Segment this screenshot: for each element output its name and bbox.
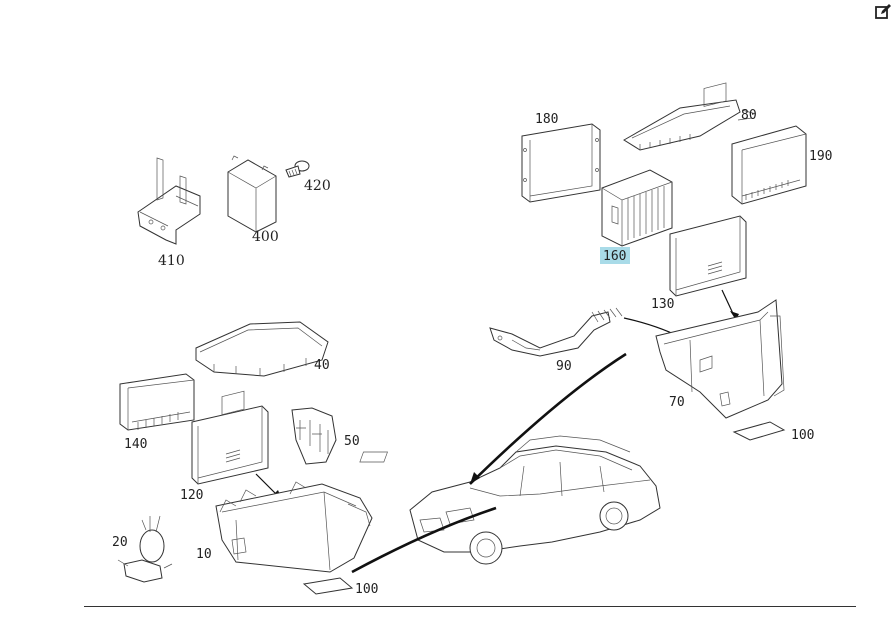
- part-80-cover[interactable]: [623, 99, 757, 151]
- callout-190[interactable]: 190: [809, 149, 832, 164]
- callout-50[interactable]: 50: [344, 434, 360, 449]
- part-120-control-unit[interactable]: [191, 390, 269, 485]
- part-20-pump[interactable]: [117, 515, 173, 583]
- callout-140[interactable]: 140: [124, 437, 147, 452]
- part-130-control-unit[interactable]: [669, 82, 747, 297]
- part-40-cover[interactable]: [195, 321, 329, 377]
- callout-10[interactable]: 10: [196, 547, 212, 562]
- callout-130[interactable]: 130: [651, 297, 674, 312]
- callout-420[interactable]: 420: [304, 178, 331, 194]
- callout-180[interactable]: 180: [535, 112, 558, 127]
- callout-400[interactable]: 400: [252, 229, 279, 245]
- part-100-right-mat[interactable]: [732, 421, 786, 441]
- part-70-box[interactable]: [655, 299, 785, 419]
- callout-160-highlight: [600, 247, 630, 264]
- vehicle-illustration: [359, 435, 661, 565]
- part-190-module[interactable]: [731, 0, 807, 205]
- callout-40[interactable]: 40: [314, 358, 330, 373]
- arrow-130-to-70: [721, 289, 739, 321]
- part-100-left-mat[interactable]: [302, 577, 354, 595]
- part-50-bracket[interactable]: [291, 407, 337, 465]
- callout-100-left[interactable]: 100: [355, 582, 378, 597]
- part-400-module[interactable]: [227, 155, 277, 233]
- bottom-divider: [84, 606, 856, 607]
- callout-90[interactable]: 90: [556, 359, 572, 374]
- callout-70[interactable]: 70: [669, 395, 685, 410]
- part-160-control-unit[interactable]: [601, 169, 673, 247]
- callout-20[interactable]: 20: [112, 535, 128, 550]
- part-10-box[interactable]: [215, 481, 373, 573]
- callout-80[interactable]: 80: [741, 108, 757, 123]
- part-180-control-unit[interactable]: [521, 123, 601, 203]
- part-410-bracket[interactable]: [137, 157, 201, 245]
- part-90-duct[interactable]: [489, 307, 623, 357]
- edit-icon[interactable]: [874, 3, 892, 21]
- location-lines: [351, 352, 627, 574]
- callout-410[interactable]: 410: [158, 253, 185, 269]
- part-140-module[interactable]: [119, 373, 195, 431]
- part-420-screw[interactable]: [285, 160, 310, 178]
- callout-100-right[interactable]: 100: [791, 428, 814, 443]
- callout-120[interactable]: 120: [180, 488, 203, 503]
- callout-160[interactable]: 160: [603, 249, 626, 264]
